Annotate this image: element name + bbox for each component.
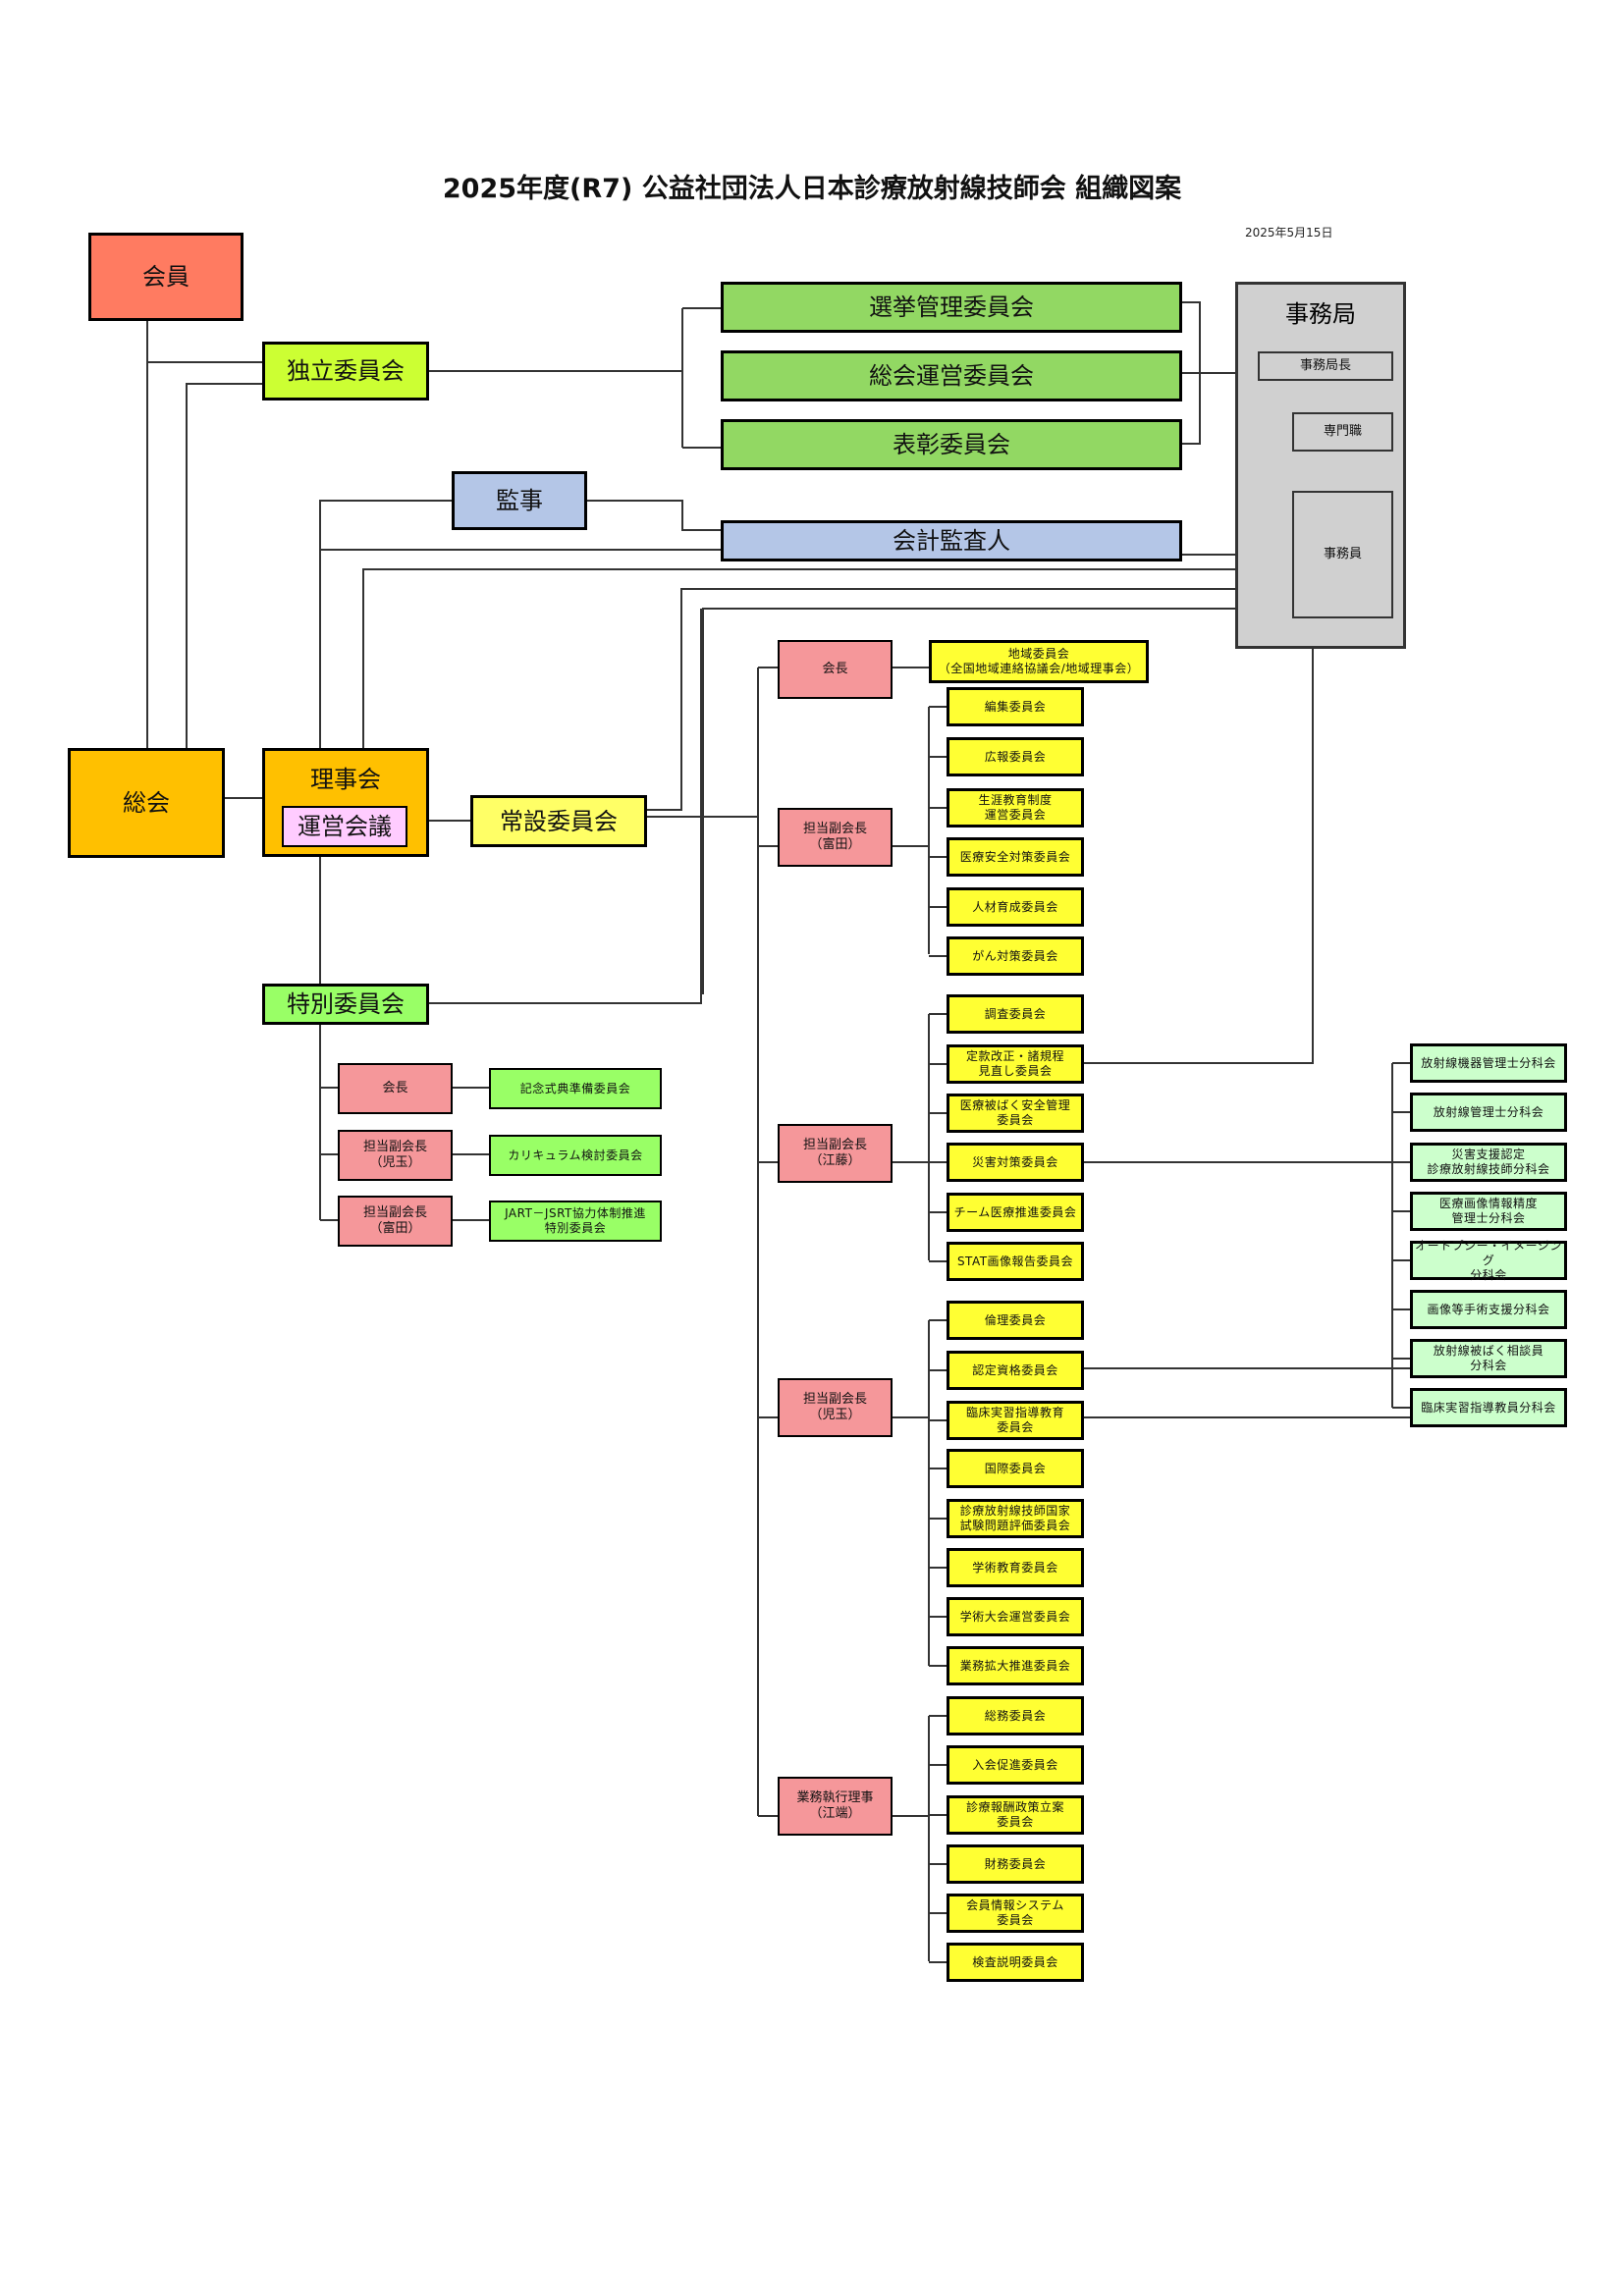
standing-committee-item: 編集委員会	[947, 687, 1084, 726]
standing-committee-item: 認定資格委員会	[947, 1351, 1084, 1390]
special-leader-box: 担当副会長 （富田）	[338, 1196, 453, 1247]
standing-committee-item: 広報委員会	[947, 737, 1084, 776]
general-assembly-box: 総会	[68, 748, 225, 858]
standing-leader-box: 業務執行理事 （江端）	[778, 1777, 893, 1836]
standing-committee-box: 常設委員会	[470, 795, 647, 847]
member-box: 会員	[88, 233, 244, 321]
standing-committee-item: 財務委員会	[947, 1844, 1084, 1884]
secretariat-title: 事務局	[1285, 300, 1356, 328]
subcommittee-item: 臨床実習指導教員分科会	[1410, 1388, 1567, 1427]
standing-committee-item: 災害対策委員会	[947, 1143, 1084, 1182]
staff-box: 事務員	[1292, 491, 1393, 618]
standing-committee-item: 調査委員会	[947, 994, 1084, 1034]
subcommittee-item: 放射線被ばく相談員 分科会	[1410, 1339, 1567, 1378]
award-committee-box: 表彰委員会	[721, 419, 1182, 470]
management-meeting-box: 運営会議	[282, 806, 407, 847]
standing-committee-item: 検査説明委員会	[947, 1943, 1084, 1982]
special-committee-item: JART－JSRT協力体制推進 特別委員会	[489, 1201, 662, 1242]
special-committee-item: 記念式典準備委員会	[489, 1068, 662, 1109]
standing-leader-box: 担当副会長 （富田）	[778, 808, 893, 867]
subcommittee-item: 災害支援認定 診療放射線技師分科会	[1410, 1143, 1567, 1182]
standing-committee-item: 人材育成委員会	[947, 887, 1084, 927]
special-committee-box: 特別委員会	[262, 984, 429, 1025]
standing-committee-item: 国際委員会	[947, 1449, 1084, 1488]
standing-committee-item: 会員情報システム 委員会	[947, 1894, 1084, 1933]
standing-leader-box: 会長	[778, 640, 893, 699]
standing-committee-item: STAT画像報告委員会	[947, 1242, 1084, 1281]
special-leader-box: 会長	[338, 1063, 453, 1114]
standing-committee-item: 生涯教育制度 運営委員会	[947, 788, 1084, 828]
standing-leader-box: 担当副会長 （江藤）	[778, 1124, 893, 1183]
special-committee-item: カリキュラム検討委員会	[489, 1135, 662, 1176]
standing-committee-item: 医療安全対策委員会	[947, 837, 1084, 877]
specialist-box: 専門職	[1292, 412, 1393, 452]
standing-committee-item: 地域委員会 （全国地域連絡協議会/地域理事会）	[929, 640, 1149, 683]
standing-committee-item: 業務拡大推進委員会	[947, 1646, 1084, 1685]
subcommittee-item: オートプシー・イメージング 分科会	[1410, 1239, 1567, 1282]
subcommittee-item: 医療画像情報精度 管理士分科会	[1410, 1192, 1567, 1231]
subcommittee-item: 放射線管理士分科会	[1410, 1093, 1567, 1132]
assembly-operation-committee-box: 総会運営委員会	[721, 350, 1182, 401]
accounting-auditor-box: 会計監査人	[721, 520, 1182, 561]
standing-committee-item: 臨床実習指導教育 委員会	[947, 1401, 1084, 1440]
standing-leader-box: 担当副会長 （児玉）	[778, 1378, 893, 1437]
standing-committee-item: 診療報酬政策立案 委員会	[947, 1795, 1084, 1835]
date-label: 2025年5月15日	[1245, 226, 1333, 240]
subcommittee-item: 画像等手術支援分科会	[1410, 1290, 1567, 1329]
standing-committee-item: 学術教育委員会	[947, 1548, 1084, 1587]
election-committee-box: 選挙管理委員会	[721, 282, 1182, 333]
standing-committee-item: 医療被ばく安全管理 委員会	[947, 1094, 1084, 1133]
secretariat-director-box: 事務局長	[1258, 351, 1393, 381]
standing-committee-item: 入会促進委員会	[947, 1745, 1084, 1785]
standing-committee-item: 診療放射線技師国家 試験問題評価委員会	[947, 1499, 1084, 1538]
standing-committee-item: がん対策委員会	[947, 936, 1084, 976]
standing-committee-item: 倫理委員会	[947, 1301, 1084, 1340]
special-leader-box: 担当副会長 （児玉）	[338, 1130, 453, 1181]
subcommittee-item: 放射線機器管理士分科会	[1410, 1043, 1567, 1083]
auditor-box: 監事	[452, 471, 587, 530]
page-title: 2025年度(R7) 公益社団法人日本診療放射線技師会 組織図案	[442, 174, 1182, 204]
standing-committee-item: 学術大会運営委員会	[947, 1597, 1084, 1636]
standing-committee-item: 総務委員会	[947, 1696, 1084, 1735]
independent-committee-box: 独立委員会	[262, 342, 429, 400]
standing-committee-item: チーム医療推進委員会	[947, 1193, 1084, 1232]
standing-committee-item: 定款改正・諸規程 見直し委員会	[947, 1044, 1084, 1084]
